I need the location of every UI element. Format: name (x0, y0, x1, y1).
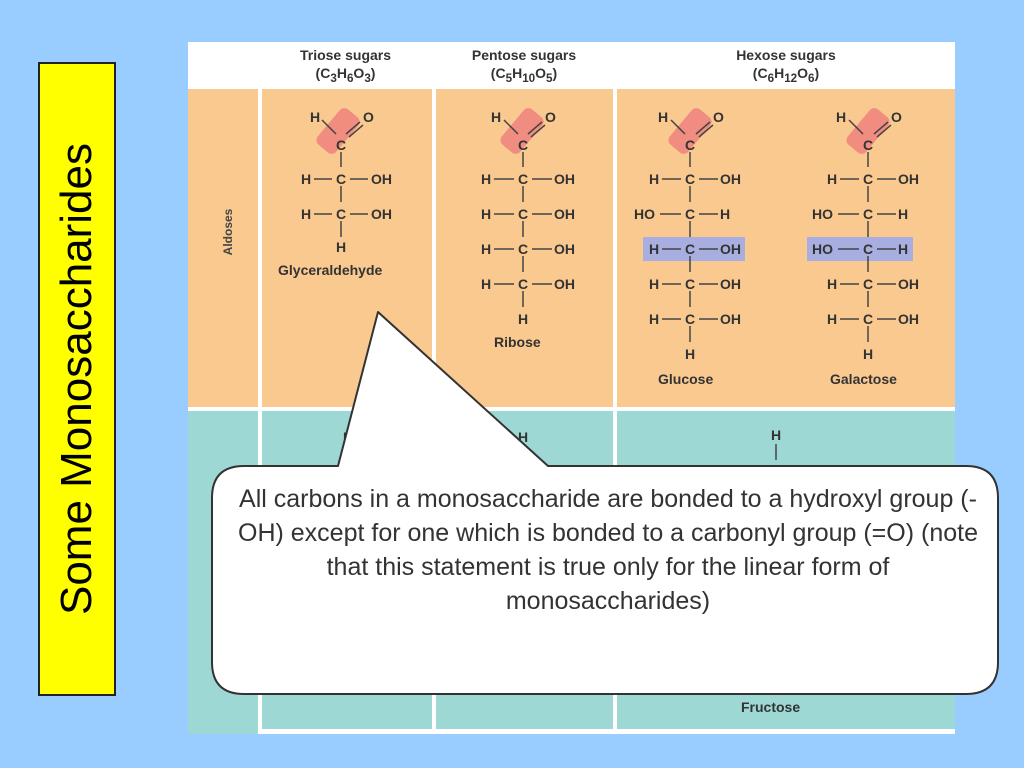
svg-text:H: H (836, 109, 846, 125)
carbonyl-highlight-glucose (668, 108, 712, 154)
svg-text:OH: OH (371, 171, 392, 187)
structures-svg: H O C H C OH H C OH H Glyceraldehyde H O… (278, 108, 919, 715)
svg-text:H: H (649, 241, 659, 257)
ribose-structure: H O C H C OH H C OH H C OH H C OH H Ribo… (481, 109, 575, 350)
label-glucose: Glucose (658, 371, 713, 387)
svg-text:HO: HO (812, 241, 833, 257)
header-hexose: Hexose sugars (C6H12O6) (736, 47, 836, 85)
callout-bubble (211, 311, 999, 695)
svg-text:OH: OH (898, 276, 919, 292)
label-galactose: Galactose (830, 371, 897, 387)
carbonyl-highlight-glyceraldehyde (316, 108, 360, 154)
svg-text:H: H (481, 206, 491, 222)
svg-text:C: C (685, 137, 695, 153)
svg-text:H: H (336, 239, 346, 255)
svg-text:OH: OH (898, 171, 919, 187)
svg-text:H: H (863, 346, 873, 362)
svg-text:H: H (481, 241, 491, 257)
svg-text:H: H (827, 311, 837, 327)
svg-text:H: H (898, 206, 908, 222)
svg-text:C: C (518, 137, 528, 153)
carbonyl-highlight-galactose (846, 108, 890, 154)
svg-text:H: H (481, 171, 491, 187)
svg-text:OH: OH (720, 311, 741, 327)
svg-text:C: C (863, 276, 873, 292)
svg-text:H: H (649, 171, 659, 187)
c4-highlight-glucose (643, 237, 745, 261)
svg-text:C: C (336, 206, 346, 222)
svg-text:H: H (518, 311, 528, 327)
svg-text:C: C (863, 206, 873, 222)
side-title-box: Some Monosaccharides (38, 62, 116, 696)
label-glyceraldehyde: Glyceraldehyde (278, 262, 382, 278)
svg-text:OH: OH (720, 276, 741, 292)
svg-text:H: H (301, 206, 311, 222)
callout-text: All carbons in a monosaccharide are bond… (238, 485, 978, 615)
svg-text:H: H (649, 311, 659, 327)
svg-text:OH: OH (371, 206, 392, 222)
svg-text:C: C (336, 137, 346, 153)
svg-text:C: C (518, 171, 528, 187)
svg-text:H: H (827, 171, 837, 187)
svg-text:C: C (863, 137, 873, 153)
svg-text:OH: OH (554, 206, 575, 222)
label-ribose: Ribose (494, 334, 541, 350)
svg-text:OH: OH (554, 241, 575, 257)
svg-text:OH: OH (898, 311, 919, 327)
ketose-pentose-h: H (518, 429, 528, 445)
svg-text:C: C (863, 311, 873, 327)
galactose-structure: H O C H C OH HO C H HO C H H C OH H C OH (812, 109, 919, 387)
svg-text:HO: HO (812, 206, 833, 222)
svg-text:OH: OH (720, 241, 741, 257)
svg-text:C: C (863, 241, 873, 257)
svg-text:H: H (658, 109, 668, 125)
svg-text:H: H (685, 346, 695, 362)
svg-text:H: H (310, 109, 320, 125)
svg-text:C: C (685, 276, 695, 292)
glyceraldehyde-structure: H O C H C OH H C OH H Glyceraldehyde (278, 109, 392, 278)
carbonyl-highlight-ribose (500, 108, 544, 154)
svg-text:OH: OH (554, 276, 575, 292)
ketose-hexose-h: H (771, 427, 781, 443)
svg-text:H: H (649, 276, 659, 292)
header-pentose: Pentose sugars (C5H10O5) (471, 47, 577, 85)
svg-text:H: H (827, 276, 837, 292)
svg-text:O: O (713, 109, 724, 125)
svg-text:H: H (720, 206, 730, 222)
svg-text:HO: HO (634, 206, 655, 222)
svg-text:OH: OH (720, 171, 741, 187)
svg-text:C: C (336, 171, 346, 187)
glucose-structure: H O C H C OH HO C H H C OH H C OH H C OH (634, 109, 741, 387)
svg-text:C: C (685, 311, 695, 327)
svg-text:C: C (685, 206, 695, 222)
svg-text:OH: OH (554, 171, 575, 187)
svg-text:C: C (518, 241, 528, 257)
header-triose: Triose sugars (C3H6O3) (299, 47, 392, 85)
label-fructose: Fructose (741, 699, 800, 715)
svg-text:C: C (518, 206, 528, 222)
svg-text:O: O (545, 109, 556, 125)
svg-text:C: C (518, 276, 528, 292)
svg-text:C: C (685, 241, 695, 257)
row-label-cell-aldoses (188, 89, 258, 407)
svg-text:H: H (481, 276, 491, 292)
svg-text:H: H (491, 109, 501, 125)
svg-text:C: C (685, 171, 695, 187)
svg-text:O: O (891, 109, 902, 125)
svg-text:O: O (363, 109, 374, 125)
svg-text:C: C (863, 171, 873, 187)
svg-text:H: H (301, 171, 311, 187)
svg-text:H: H (898, 241, 908, 257)
